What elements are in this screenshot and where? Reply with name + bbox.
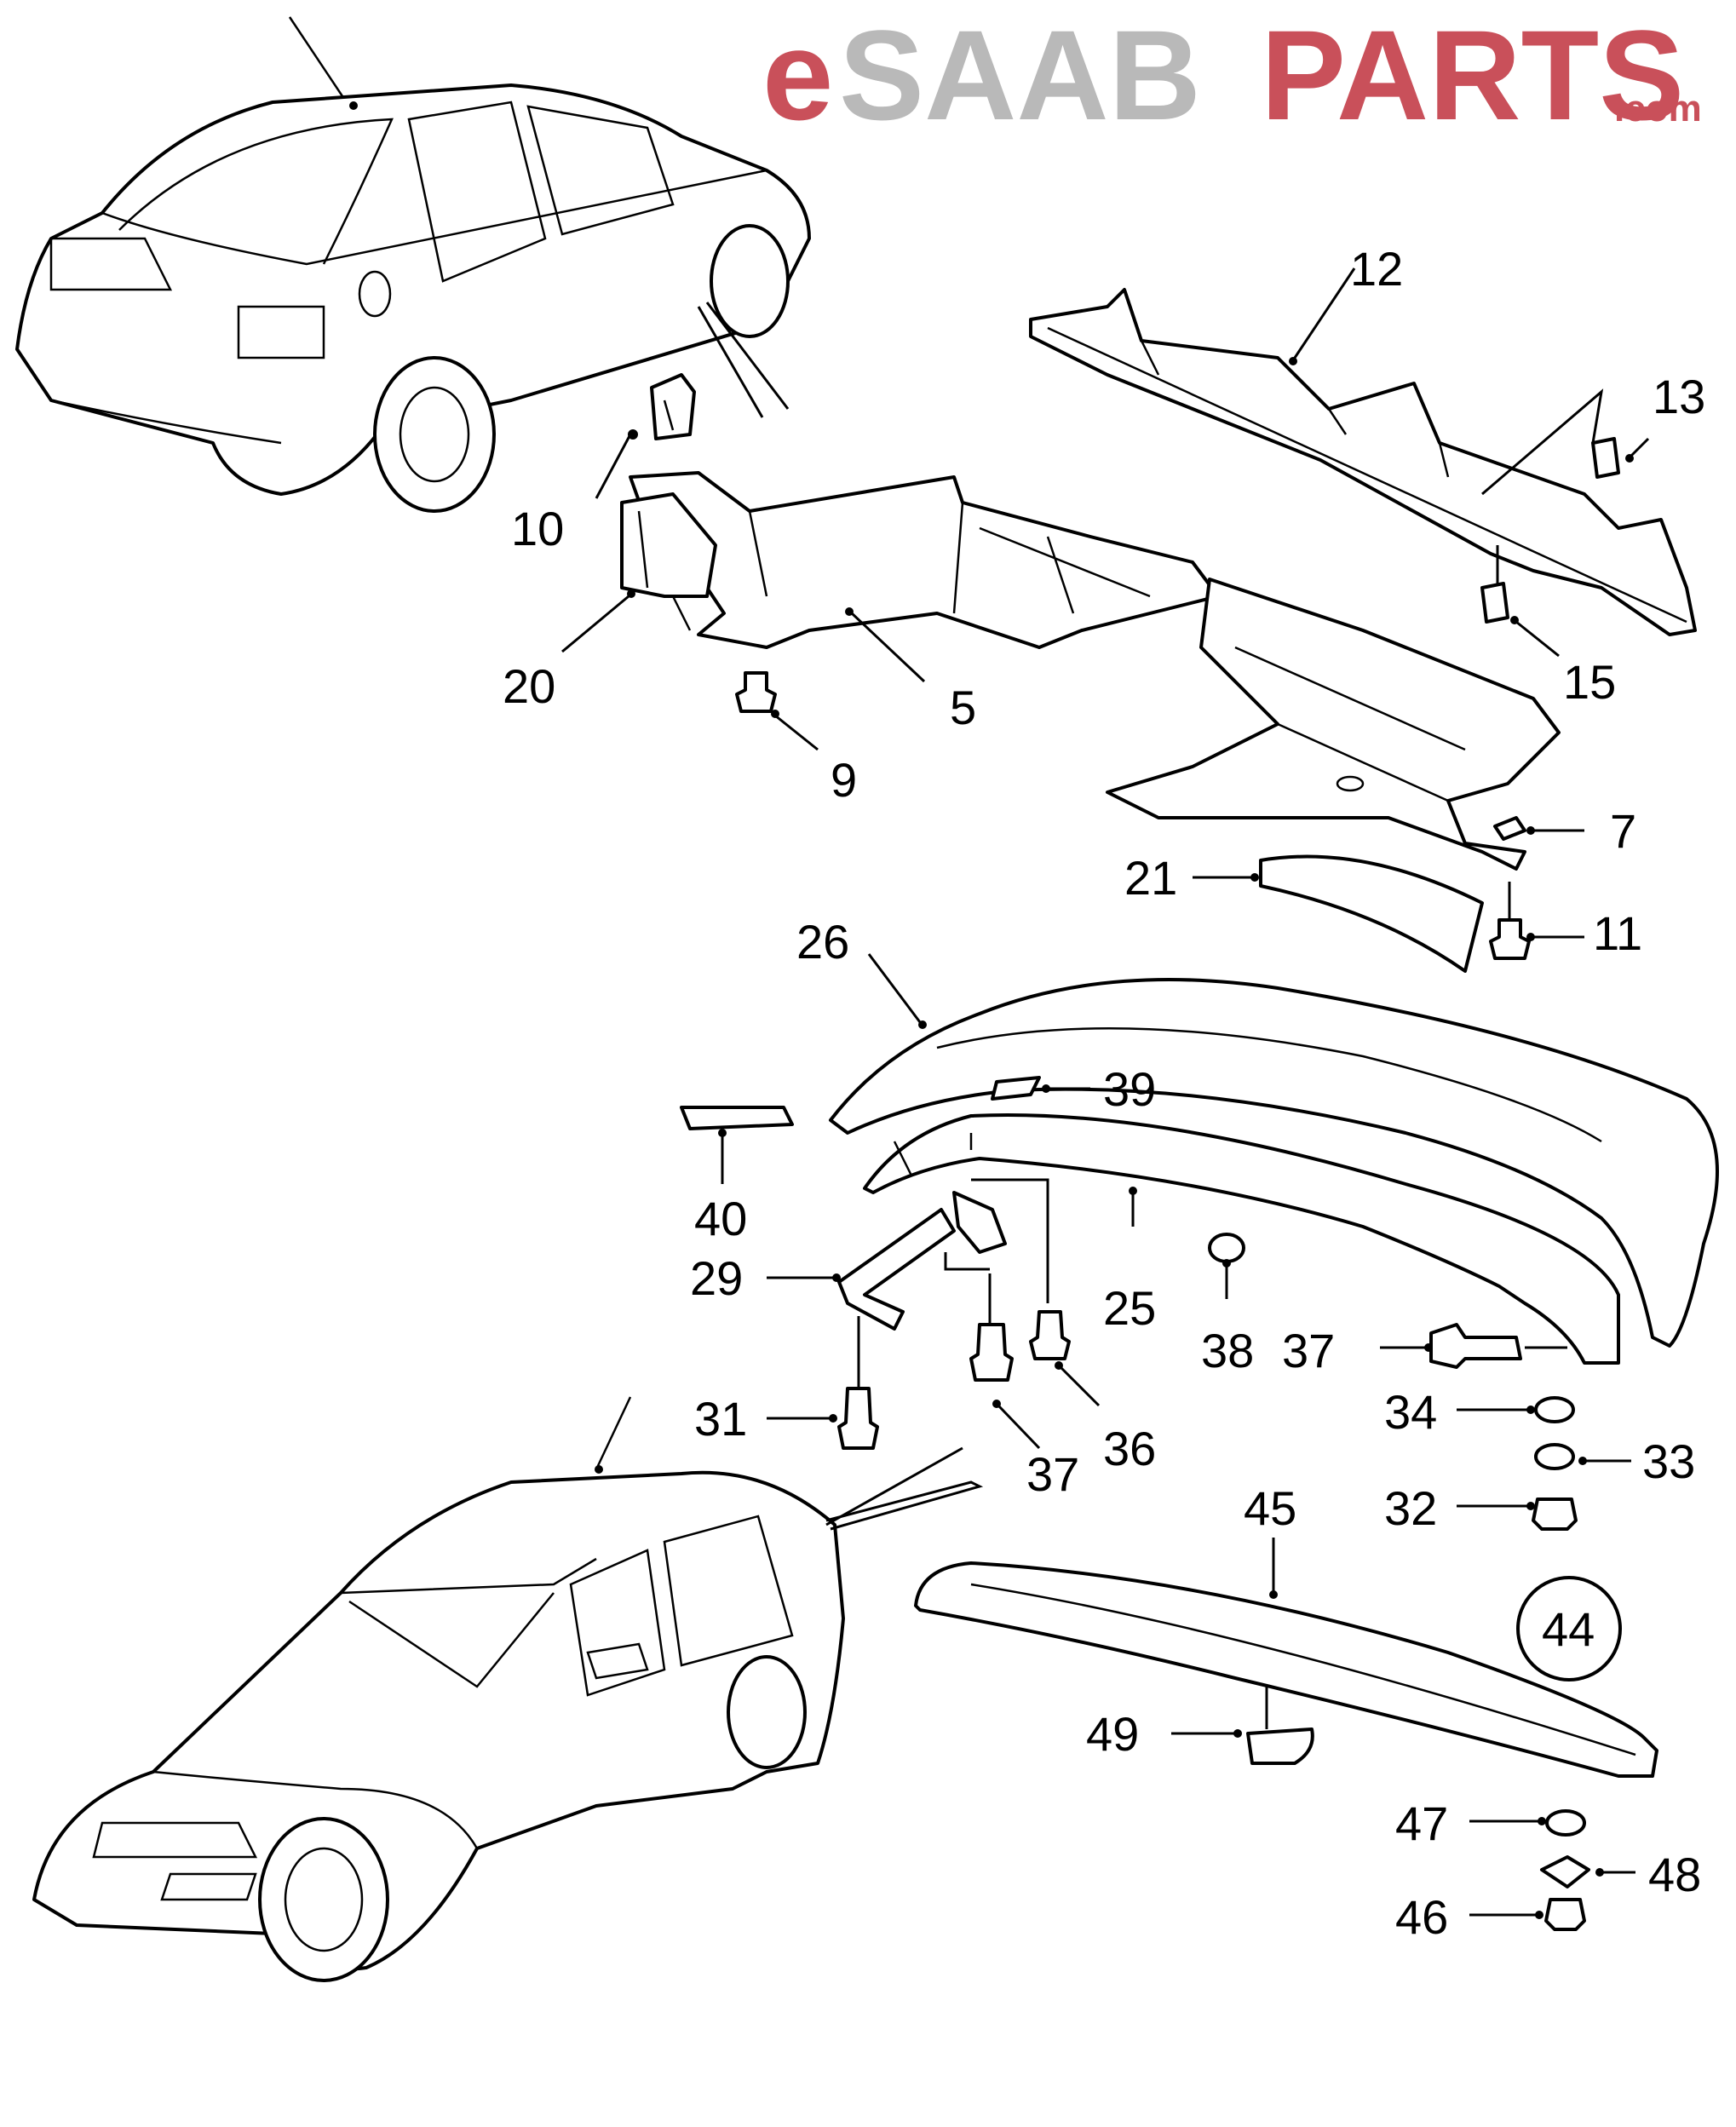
part-39-pad[interactable] xyxy=(991,1076,1090,1101)
brand-logo[interactable]: e SAAB PARTS .com xyxy=(762,3,1702,147)
part-12-support-rail[interactable] xyxy=(1029,267,1697,636)
part-13-fastener[interactable] xyxy=(1591,437,1650,479)
callout-49: 49 xyxy=(1086,1707,1139,1761)
callout-15: 15 xyxy=(1563,655,1616,709)
callout-9: 9 xyxy=(831,753,857,807)
callout-39: 39 xyxy=(1103,1062,1156,1116)
logo-middle: SAAB xyxy=(839,3,1201,147)
callout-38: 38 xyxy=(1201,1324,1254,1377)
callout-37-left: 37 xyxy=(1026,1447,1079,1501)
part-21-seal[interactable] xyxy=(1193,854,1484,973)
logo-tld: .com xyxy=(1614,88,1702,129)
part-under-tray-right[interactable] xyxy=(1106,578,1561,871)
part-48-clip[interactable] xyxy=(1540,1855,1635,1888)
part-40-pad[interactable] xyxy=(680,1106,794,1184)
callout-29: 29 xyxy=(690,1251,743,1305)
callout-31: 31 xyxy=(694,1392,747,1446)
part-15-fastener[interactable] xyxy=(1480,545,1560,658)
part-49-pad[interactable] xyxy=(1171,1687,1314,1765)
part-45-lip-spoiler[interactable] xyxy=(914,1538,1658,1778)
callout-13: 13 xyxy=(1653,370,1705,423)
callout-37-right: 37 xyxy=(1282,1324,1335,1377)
part-5-under-tray[interactable] xyxy=(629,471,1220,683)
part-34-washer[interactable] xyxy=(1457,1396,1575,1423)
part-46-nut[interactable] xyxy=(1469,1898,1586,1931)
callout-21: 21 xyxy=(1124,851,1177,905)
part-32-nut[interactable] xyxy=(1457,1498,1578,1531)
car-front-illustration xyxy=(32,1396,984,1982)
callout-32: 32 xyxy=(1384,1481,1437,1535)
logo-prefix: e xyxy=(762,3,833,147)
callout-12: 12 xyxy=(1350,242,1403,296)
part-29-bracket[interactable] xyxy=(767,1178,1049,1331)
callout-48: 48 xyxy=(1648,1848,1701,1901)
callout-40: 40 xyxy=(694,1192,747,1245)
callout-45: 45 xyxy=(1244,1481,1296,1535)
callout-11: 11 xyxy=(1593,906,1642,960)
part-38-grommet[interactable] xyxy=(1208,1233,1245,1299)
part-7-nut[interactable] xyxy=(1493,816,1584,841)
part-9-bolt[interactable] xyxy=(735,671,819,751)
callout-20: 20 xyxy=(503,659,555,713)
callout-44: 44 xyxy=(1542,1602,1595,1656)
logo-suffix: PARTS xyxy=(1261,3,1684,147)
part-33-washer[interactable] xyxy=(1534,1443,1631,1470)
car-rear-illustration xyxy=(15,16,811,513)
callout-25: 25 xyxy=(1103,1281,1156,1335)
part-25-spoiler-base[interactable] xyxy=(863,1113,1620,1365)
part-37-bolt-right[interactable] xyxy=(1380,1323,1567,1369)
callout-labels: 5 7 9 10 11 12 13 15 20 21 25 26 29 31 3… xyxy=(503,242,1705,1944)
callout-10: 10 xyxy=(511,502,564,555)
part-11-bolt[interactable] xyxy=(1489,882,1584,960)
part-20-bracket[interactable] xyxy=(561,492,717,653)
part-47-washer[interactable] xyxy=(1469,1809,1586,1837)
part-31-bolt[interactable] xyxy=(767,1316,879,1450)
callout-26: 26 xyxy=(796,915,849,969)
part-10-clip[interactable] xyxy=(595,373,696,499)
callout-33: 33 xyxy=(1642,1434,1695,1488)
callout-46: 46 xyxy=(1395,1890,1448,1944)
part-36-bolt[interactable] xyxy=(1029,1310,1101,1407)
part-37-bolt-left[interactable] xyxy=(969,1273,1041,1450)
part-26-spoiler-top[interactable] xyxy=(829,953,1719,1348)
callout-7: 7 xyxy=(1610,804,1636,858)
callout-47: 47 xyxy=(1395,1796,1448,1850)
callout-5: 5 xyxy=(950,681,976,734)
part-44-circle[interactable] xyxy=(1516,1576,1622,1681)
callout-34: 34 xyxy=(1384,1385,1437,1439)
callout-36: 36 xyxy=(1103,1422,1156,1475)
